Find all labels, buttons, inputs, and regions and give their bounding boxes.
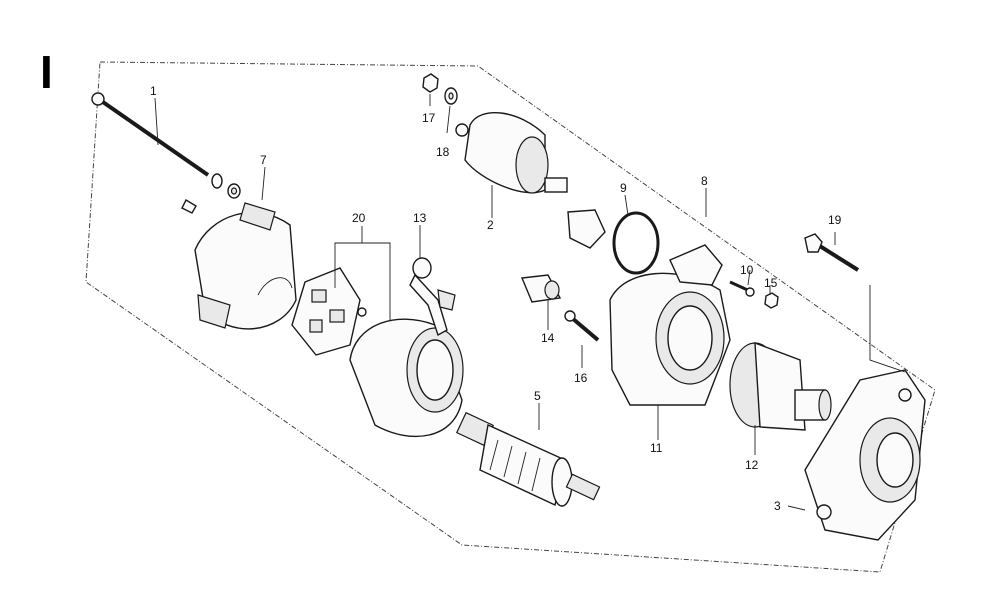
callout-18: 18 — [436, 145, 450, 159]
part-9-o-ring — [612, 211, 660, 275]
part-14-bushing — [520, 274, 562, 303]
callout-20: 20 — [352, 211, 366, 225]
part-13-lever — [409, 257, 456, 337]
callout-12: 12 — [745, 458, 759, 472]
leader-lines — [154, 94, 906, 511]
part-20-brush-holder — [291, 267, 367, 356]
part-17-nut — [422, 73, 439, 93]
callout-8: 8 — [701, 174, 708, 188]
callout-5: 5 — [534, 389, 541, 403]
part-1-through-bolt — [91, 92, 241, 199]
callout-15: 15 — [764, 276, 778, 290]
part-2-solenoid — [455, 111, 568, 194]
callout-labels: 1 2 3 5 7 8 9 10 11 12 13 14 15 16 17 18… — [150, 84, 842, 513]
section-letter: I — [40, 46, 53, 98]
part-11-drive-housing — [609, 244, 731, 406]
callout-19: 19 — [828, 213, 842, 227]
callout-3: 3 — [774, 499, 781, 513]
callout-7: 7 — [260, 153, 267, 167]
callout-10: 10 — [740, 263, 754, 277]
part-15-nut — [764, 292, 779, 309]
part-19-bolt — [804, 233, 860, 272]
callout-16: 16 — [574, 371, 588, 385]
part-16-bolt — [564, 310, 600, 342]
part-18-washer — [444, 87, 458, 105]
yoke-housing — [349, 318, 464, 437]
part-3-front-bracket — [804, 369, 926, 541]
callout-9: 9 — [620, 181, 627, 195]
part-5-armature — [455, 411, 601, 507]
part-7-end-cover — [181, 199, 297, 330]
callout-14: 14 — [541, 331, 555, 345]
part-10-bolt — [729, 280, 755, 297]
callout-2: 2 — [487, 218, 494, 232]
callout-11: 11 — [650, 441, 663, 455]
callout-13: 13 — [413, 211, 427, 225]
part-12-pinion-gear — [729, 341, 832, 431]
callout-17: 17 — [422, 111, 436, 125]
callout-1: 1 — [150, 84, 157, 98]
plunger-bracket — [567, 209, 606, 249]
